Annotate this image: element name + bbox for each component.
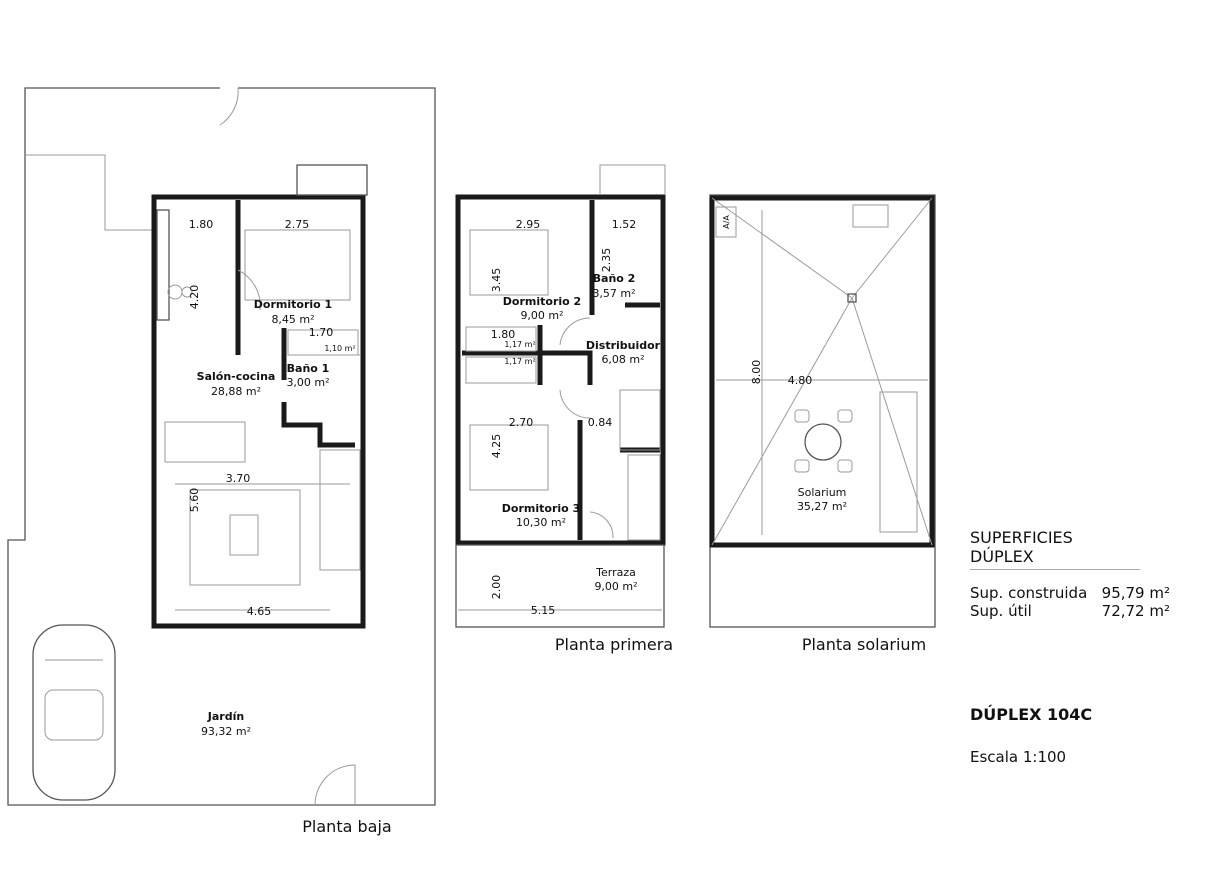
room-area: 6,08 m² [601, 353, 644, 366]
room-name: Baño 1 [287, 362, 330, 375]
dim-label: 1.80 [491, 328, 516, 341]
drain-icon [847, 293, 857, 303]
room-name: Dormitorio 2 [503, 295, 581, 308]
room-name: Solarium [798, 486, 847, 499]
legend-label: Sup. construida [970, 584, 1088, 602]
dim-label: 2.00 [490, 575, 503, 600]
dim-label: 8.00 [750, 360, 763, 385]
model-name: DÚPLEX 104C [970, 705, 1093, 724]
plan-title: Planta baja [302, 817, 391, 836]
dim-label: 2.35 [600, 248, 613, 273]
room-name: Dormitorio 1 [254, 298, 332, 311]
plan-title: Planta primera [555, 635, 673, 654]
plan-title: Planta solarium [802, 635, 926, 654]
room-area: 8,45 m² [271, 313, 314, 326]
room-area: 93,32 m² [201, 725, 251, 738]
garden-gate [219, 87, 239, 126]
room-name: Salón-cocina [197, 370, 276, 383]
ground-floor-walls [151, 194, 366, 629]
dim-label: 4.80 [788, 374, 813, 387]
room-name: Baño 2 [593, 272, 636, 285]
dim-label: 4.20 [188, 285, 201, 310]
dim-label: 5.60 [188, 488, 201, 513]
scale-label: Escala 1:100 [970, 748, 1067, 766]
table-chairs-icon [794, 409, 853, 473]
legend-heading: SUPERFICIES DÚPLEX [970, 528, 1140, 570]
room-name: Dormitorio 3 [502, 502, 580, 515]
room-area: 10,30 m² [516, 516, 566, 529]
room-name: Jardín [207, 710, 244, 723]
dim-label: 3.70 [226, 472, 251, 485]
room-area: 35,27 m² [797, 500, 847, 513]
legend-value: 95,79 m² [1101, 584, 1170, 602]
aa-label: A/A [722, 215, 731, 229]
dim-label: 2.75 [285, 218, 310, 231]
legend-row: Sup. construida 95,79 m² [970, 584, 1170, 602]
room-area: 3,57 m² [592, 287, 635, 300]
stairs [879, 391, 918, 533]
legend-label: Sup. útil [970, 602, 1032, 620]
garden-boundary [7, 87, 436, 806]
room-name: Distribuidor [586, 339, 661, 352]
planta-baja: 1.80 2.75 4.20 1.70 1,10 m² Dormitorio 1… [7, 87, 436, 836]
dim-label: 1.52 [612, 218, 637, 231]
dim-label: 1.80 [189, 218, 214, 231]
room-area: 9,00 m² [520, 309, 563, 322]
room-name: Terraza [595, 566, 636, 579]
dim-label: 5.15 [531, 604, 556, 617]
room-area: 1,10 m² [324, 344, 355, 353]
room-area: 1,17 m² [504, 357, 535, 366]
dim-label: 4.25 [490, 434, 503, 459]
dim-label: 1.70 [309, 326, 334, 339]
dim-label: 3.45 [490, 268, 503, 293]
dim-label: 2.70 [509, 416, 534, 429]
surfaces-legend: SUPERFICIES DÚPLEX Sup. construida 95,79… [970, 528, 1170, 620]
planta-solarium: A/A 8.00 4.80 Solarium 35,27 m² Planta s… [709, 194, 936, 654]
legend-value: 72,72 m² [1101, 602, 1170, 620]
sink-icon [852, 204, 889, 228]
first-floor-walls [455, 194, 666, 546]
dim-label: 0.84 [588, 416, 613, 429]
legend-row: Sup. útil 72,72 m² [970, 602, 1170, 620]
dim-label: 2.95 [516, 218, 541, 231]
car-icon [32, 624, 116, 801]
room-area: 28,88 m² [211, 385, 261, 398]
room-area: 9,00 m² [594, 580, 637, 593]
planta-primera: 2.95 1.52 2.35 3.45 Baño 2 3,57 m² Dormi… [455, 164, 673, 654]
dim-label: 4.65 [247, 605, 272, 618]
room-area: 1,17 m² [504, 340, 535, 349]
room-area: 3,00 m² [286, 376, 329, 389]
